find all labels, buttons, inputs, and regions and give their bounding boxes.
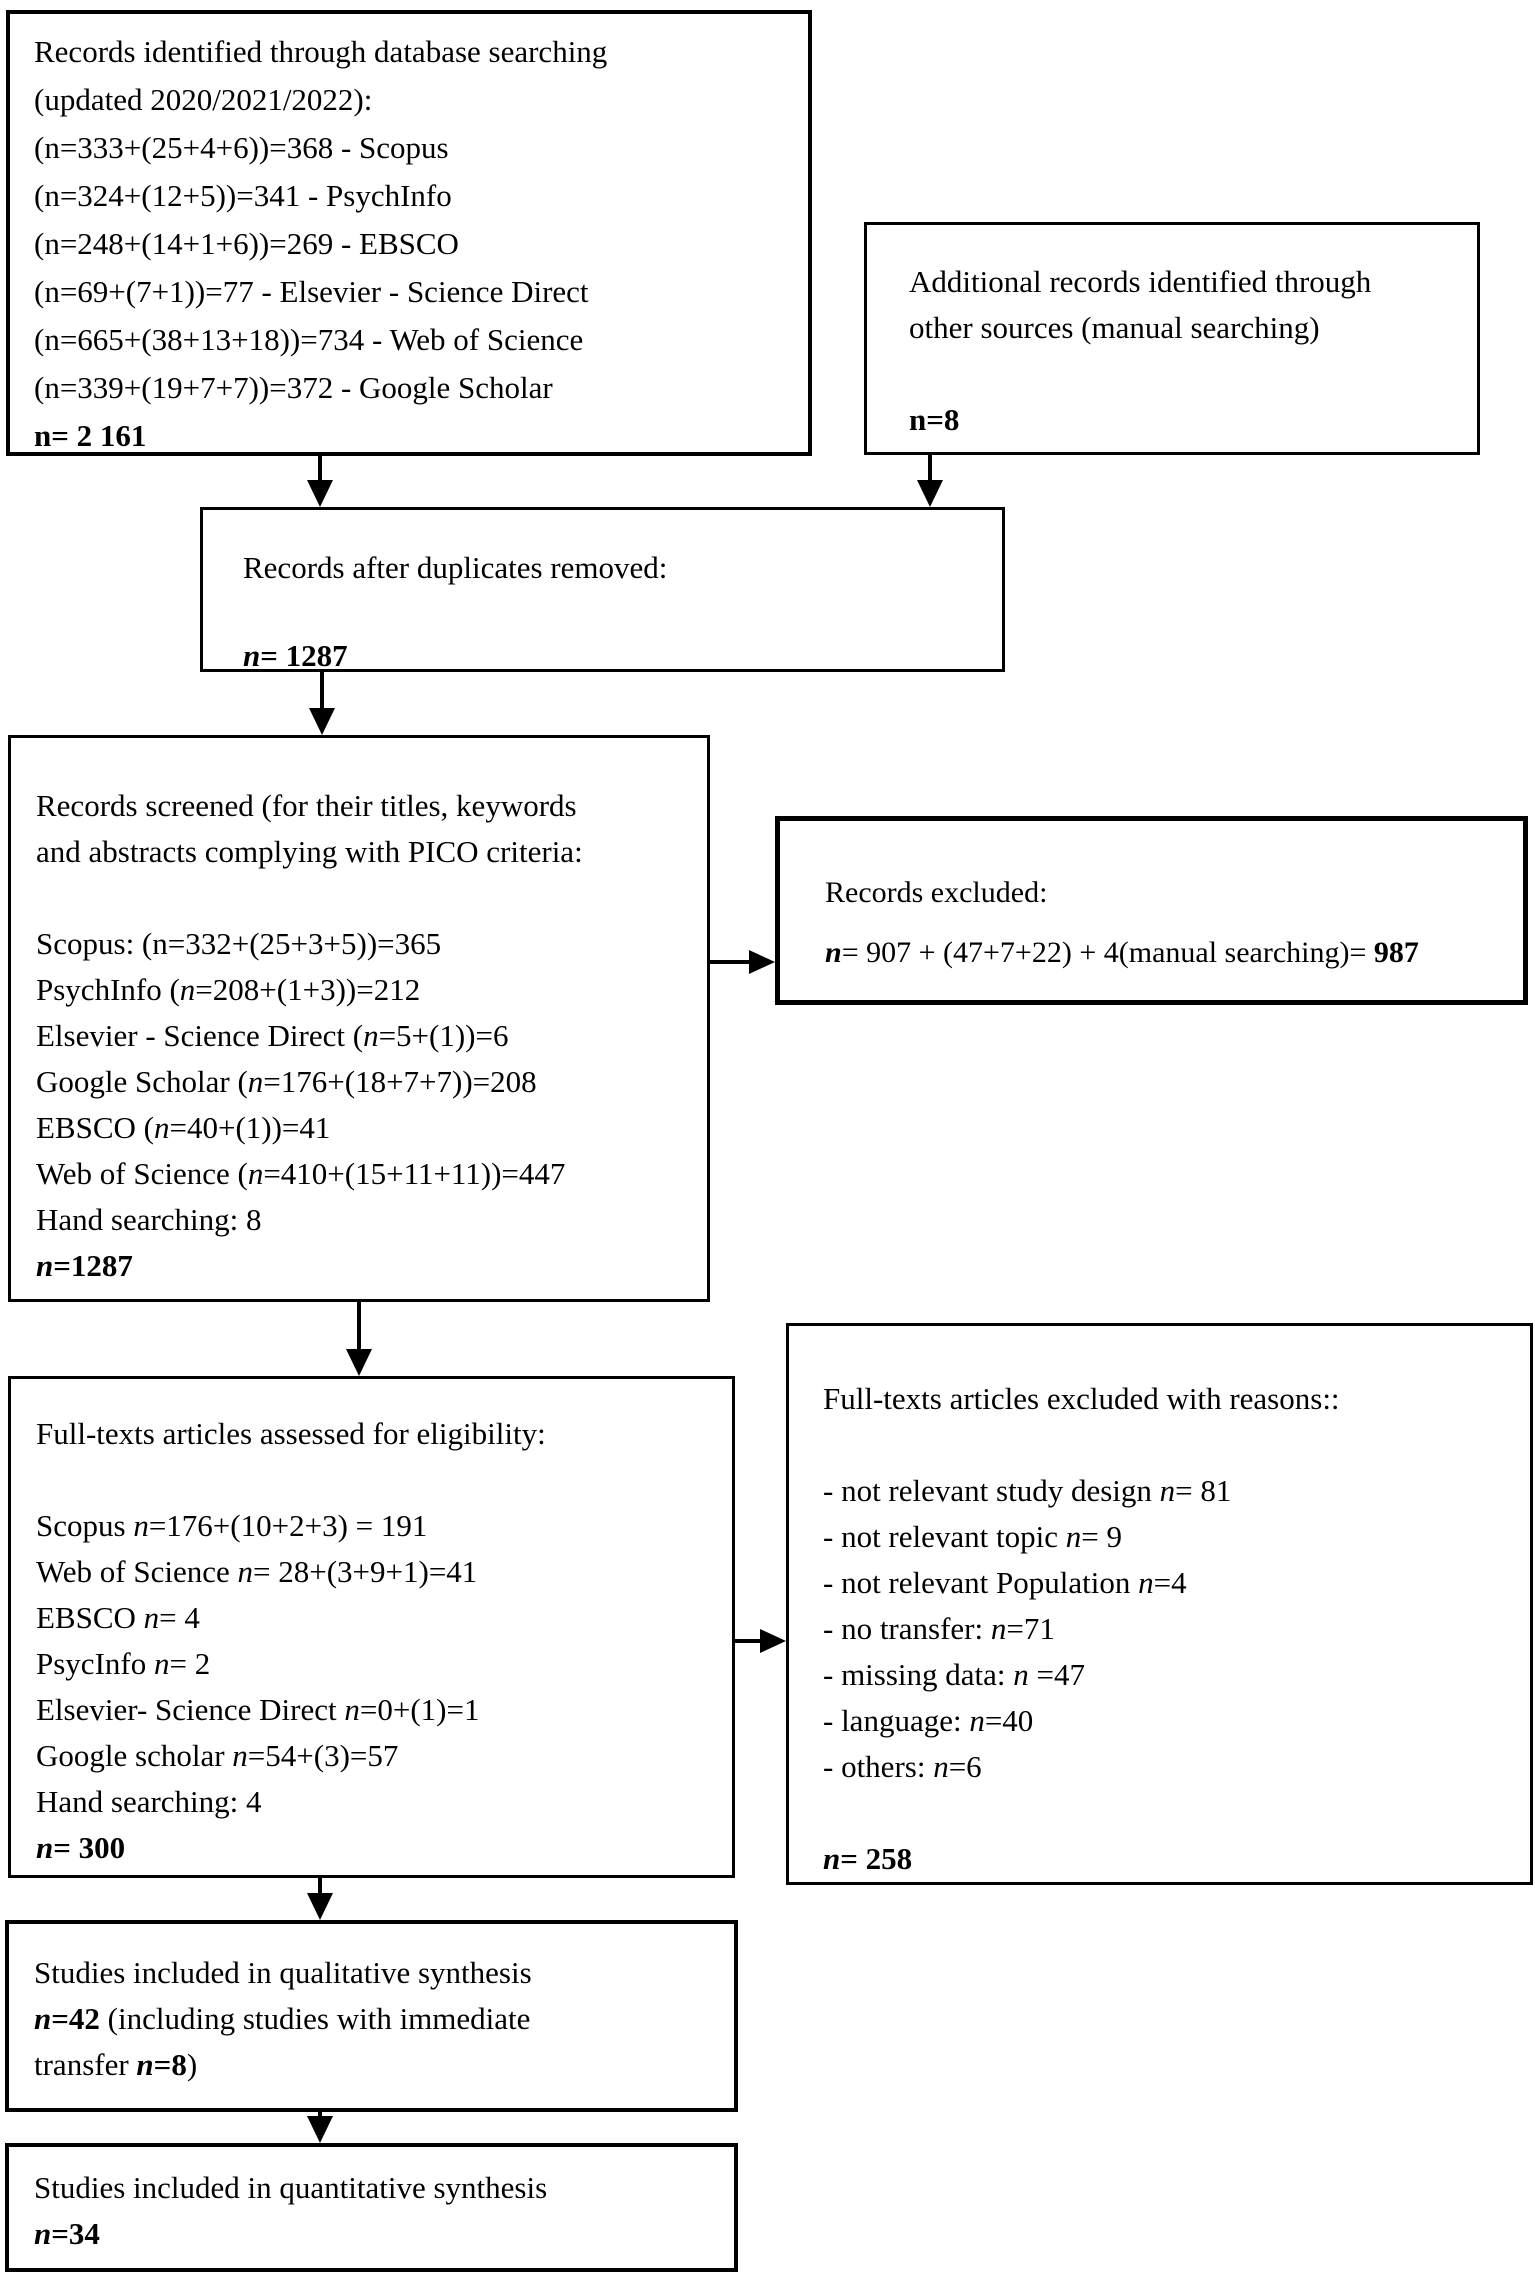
box-fulltext-assessed-text: Full-texts articles assessed for eligibi…	[36, 1416, 546, 1865]
box-fulltext-excluded-text: Full-texts articles excluded with reason…	[823, 1381, 1340, 1876]
box-duplicates-removed: Records after duplicates removed: n= 128…	[200, 507, 1005, 673]
arrow-screened-to-excluded-shaft	[710, 960, 752, 964]
arrow-qualitative-to-quantitative-shaft	[318, 2110, 322, 2119]
box-records-identified-text: Records identified through database sear…	[34, 34, 608, 453]
arrow-qualitative-to-quantitative-head	[307, 2116, 333, 2143]
box-fulltext-excluded: Full-texts articles excluded with reason…	[786, 1323, 1533, 1885]
box-qualitative-synthesis-text: Studies included in qualitative synthesi…	[34, 1955, 532, 2082]
arrow-additional-to-duplicates-shaft	[928, 453, 932, 482]
box-qualitative-synthesis: Studies included in qualitative synthesi…	[5, 1920, 738, 2112]
box-records-excluded: Records excluded:n= 907 + (47+7+22) + 4(…	[775, 816, 1528, 1005]
box-fulltext-assessed: Full-texts articles assessed for eligibi…	[8, 1376, 735, 1878]
box-records-screened-text: Records screened (for their titles, keyw…	[36, 788, 583, 1283]
box-duplicates-removed-text: Records after duplicates removed: n= 128…	[243, 550, 668, 673]
box-records-screened: Records screened (for their titles, keyw…	[8, 735, 710, 1302]
arrow-fulltext-to-qualitative-head	[307, 1893, 333, 1920]
arrow-additional-to-duplicates-head	[917, 480, 943, 507]
box-records-identified: Records identified through database sear…	[6, 10, 812, 456]
arrow-screened-to-fulltext-shaft	[357, 1300, 361, 1351]
arrow-screened-to-fulltext-head	[346, 1349, 372, 1376]
box-quantitative-synthesis-text: Studies included in quantitative synthes…	[34, 2170, 548, 2251]
arrow-fulltext-to-fulltext-excluded-shaft	[735, 1639, 763, 1643]
arrow-fulltext-to-fulltext-excluded-head	[760, 1629, 786, 1653]
arrow-duplicates-to-screened-shaft	[320, 670, 324, 710]
arrow-identification-to-duplicates-shaft	[318, 454, 322, 482]
arrow-screened-to-excluded-head	[749, 950, 775, 974]
box-quantitative-synthesis: Studies included in quantitative synthes…	[5, 2143, 738, 2272]
arrow-duplicates-to-screened-head	[309, 708, 335, 735]
arrow-fulltext-to-qualitative-shaft	[318, 1876, 322, 1896]
arrow-identification-to-duplicates-head	[307, 480, 333, 507]
box-records-excluded-text: Records excluded:n= 907 + (47+7+22) + 4(…	[825, 876, 1419, 969]
